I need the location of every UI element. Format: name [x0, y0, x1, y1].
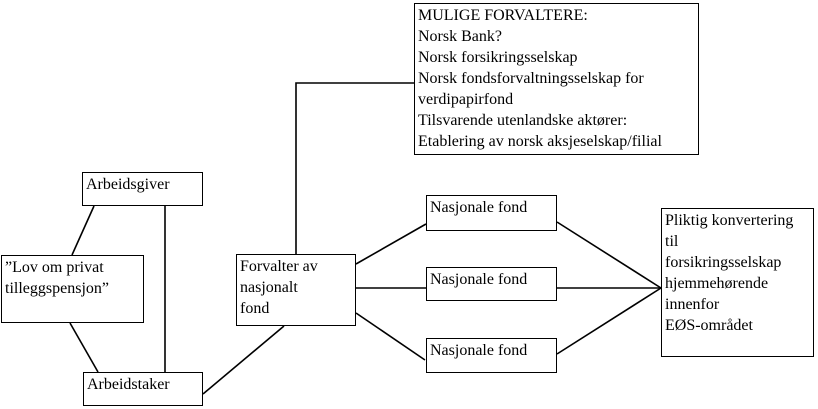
mulige-forvaltere-item: Etablering av norsk aksjeselskap/filial: [418, 133, 662, 150]
arbeidsgiver-label: Arbeidsgiver: [86, 176, 170, 193]
forvalter-line: fond: [240, 300, 270, 317]
mulige-forvaltere-heading: MULIGE FORVALTERE:: [418, 7, 588, 24]
connector-forvalter-to-mulige: [295, 82, 414, 254]
lov-line: ”Lov om privat: [5, 259, 104, 276]
arbeidstaker-label: Arbeidstaker: [87, 376, 170, 393]
connector-lov-to-arbeidstaker: [69, 322, 99, 373]
box-nasjonale-fond-2: Nasjonale fond: [426, 267, 557, 301]
box-arbeidsgiver: Arbeidsgiver: [82, 172, 203, 206]
box-arbeidstaker: Arbeidstaker: [83, 372, 203, 406]
forvalter-line: nasjonalt: [240, 279, 298, 296]
connector-fond-3-to-pliktig: [556, 287, 662, 355]
pliktig-line: Pliktig konvertering: [665, 212, 794, 229]
box-nasjonale-fond-3: Nasjonale fond: [426, 338, 557, 373]
forvalter-line: Forvalter av: [240, 258, 318, 275]
mulige-forvaltere-item: Norsk fondsforvaltningsselskap for: [418, 70, 644, 87]
lov-line: tilleggspensjon”: [5, 280, 109, 297]
mulige-forvaltere-item: Norsk forsikringsselskap: [418, 49, 578, 66]
mulige-forvaltere-item: Tilsvarende utenlandske aktører:: [418, 112, 628, 129]
pliktig-line: hjemmehørende: [665, 275, 769, 292]
pliktig-line: innenfor: [665, 296, 720, 313]
box-pliktig-konvertering: Pliktig konvertering til forsikringssels…: [661, 208, 814, 357]
pliktig-line: EØS-området: [665, 317, 753, 334]
nasjonale-fond-label: Nasjonale fond: [430, 342, 528, 359]
connector-arbeidsgiver-to-lov: [71, 205, 95, 256]
pliktig-line: forsikringsselskap: [665, 254, 782, 271]
box-nasjonale-fond-1: Nasjonale fond: [426, 195, 557, 231]
nasjonale-fond-label: Nasjonale fond: [430, 199, 528, 216]
mulige-forvaltere-item: verdipapirfond: [418, 91, 514, 108]
pliktig-line: til: [665, 233, 679, 250]
mulige-forvaltere-item: Norsk Bank?: [418, 28, 502, 45]
nasjonale-fond-label: Nasjonale fond: [430, 271, 528, 288]
connector-forvalter-to-fond-3: [355, 312, 426, 361]
box-mulige-forvaltere: MULIGE FORVALTERE: Norsk Bank? Norsk for…: [414, 3, 699, 155]
box-forvalter-av-nasjonalt-fond: Forvalter av nasjonalt fond: [236, 254, 356, 326]
connector-forvalter-to-fond-1: [355, 223, 427, 265]
connector-arbeidstaker-to-forvalter: [202, 325, 285, 395]
connector-fond-1-to-pliktig: [556, 221, 662, 289]
box-lov-om-privat-tilleggspensjon: ”Lov om privat tilleggspensjon”: [1, 255, 144, 323]
